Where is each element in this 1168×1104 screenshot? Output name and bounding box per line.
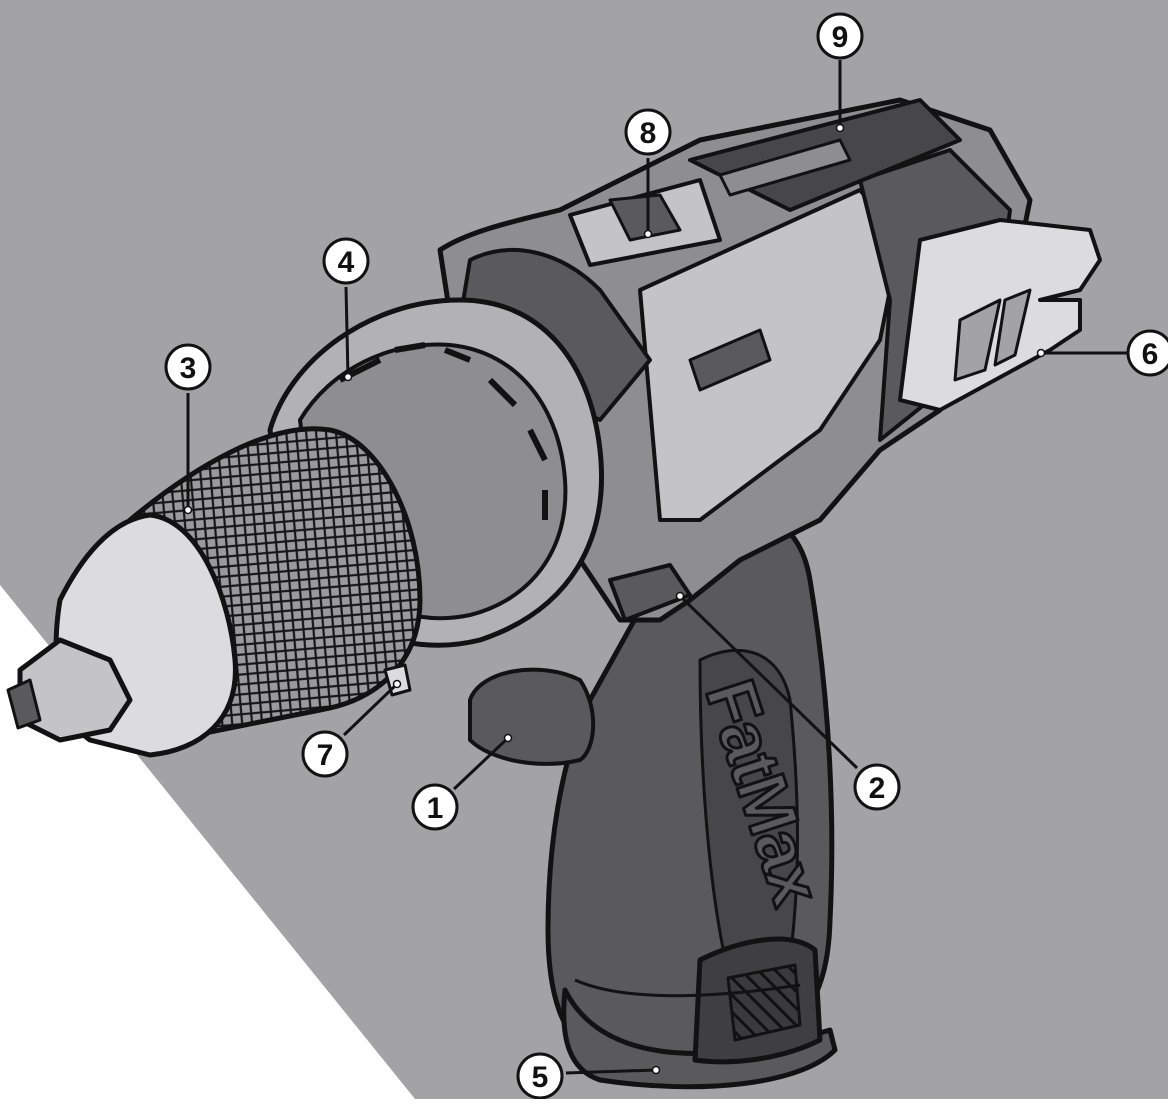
- callout-7: 7: [301, 730, 349, 778]
- callout-label-8: 8: [640, 117, 657, 150]
- callout-label-7: 7: [317, 739, 334, 772]
- callout-6: 6: [1126, 329, 1168, 377]
- vent-slots: [688, 328, 772, 392]
- callout-4: 4: [322, 237, 370, 285]
- leader-lines: [186, 60, 1128, 1075]
- leader-line-5: [565, 1068, 657, 1075]
- callout-9: 9: [816, 12, 864, 60]
- handle-battery: FatMax: [545, 510, 838, 1090]
- gear-selector-switch: [608, 193, 682, 242]
- leader-dots: [183, 123, 1046, 1075]
- callout-label-6: 6: [1142, 338, 1159, 371]
- callout-label-3: 3: [180, 352, 197, 385]
- leader-line-7: [342, 682, 399, 737]
- callout-label-2: 2: [869, 772, 886, 805]
- battery-release-grille: [726, 963, 802, 1042]
- leader-line-4: [344, 286, 350, 378]
- callout-5: 5: [516, 1052, 564, 1100]
- callout-badges: 1 2 3 4 5 6 7 8 9: [164, 12, 1168, 1100]
- callout-label-9: 9: [832, 21, 849, 54]
- callout-label-4: 4: [338, 246, 355, 279]
- belt-clip: [898, 218, 1102, 412]
- leader-line-2: [678, 594, 859, 770]
- drill-bit-tip: [6, 678, 42, 730]
- callout-label-1: 1: [427, 792, 444, 825]
- direction-switch: [608, 563, 692, 622]
- leader-line-1: [452, 736, 510, 791]
- callout-1: 1: [411, 783, 459, 831]
- torque-collar: [267, 297, 604, 648]
- trigger: [468, 667, 596, 766]
- callout-label-5: 5: [532, 1061, 549, 1094]
- chuck: [6, 426, 423, 758]
- callout-3: 3: [164, 343, 212, 391]
- callout-2: 2: [853, 763, 901, 811]
- callout-8: 8: [624, 108, 672, 156]
